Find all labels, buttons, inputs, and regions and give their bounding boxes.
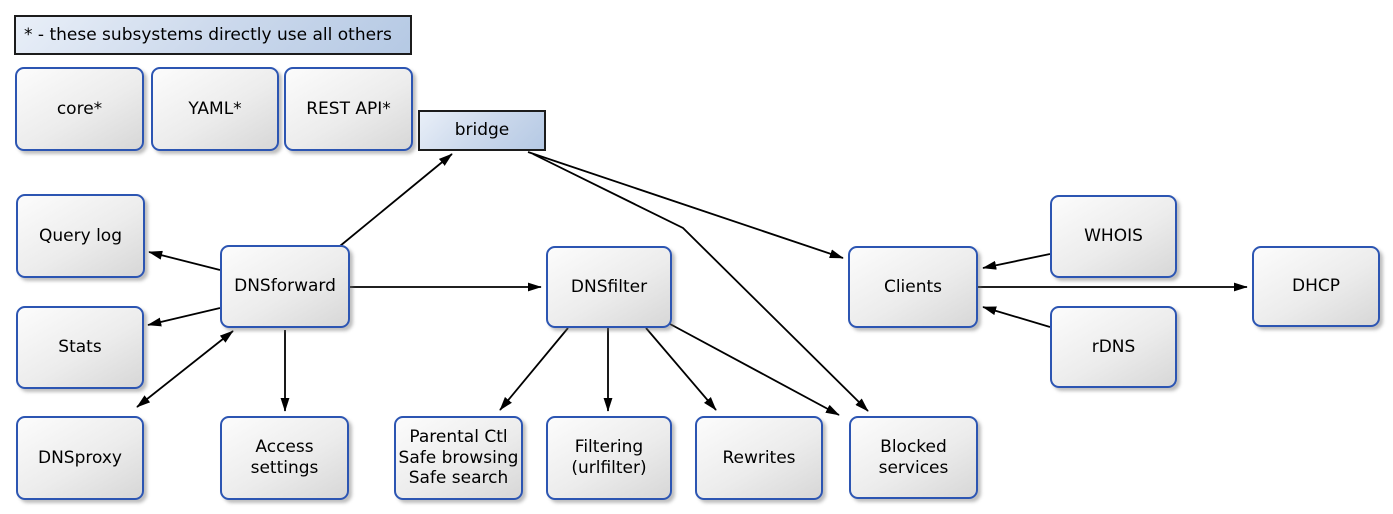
edge-bridge-clients (527, 151, 844, 259)
node-query-log: Query log (16, 194, 145, 278)
edge-rdns-clients (982, 306, 1051, 328)
node-dnsfilter: DNSfilter (546, 246, 672, 328)
node-rewrites: Rewrites (695, 416, 823, 500)
edge-dnsforward-stats (147, 307, 221, 327)
node-clients-label: Clients (883, 276, 943, 297)
node-filtering-urlfilter-label: Filtering (urlfilter) (571, 437, 647, 478)
node-query-log-label: Query log (39, 225, 122, 246)
node-yaml: YAML* (151, 67, 279, 151)
node-filtering-urlfilter: Filtering (urlfilter) (546, 416, 672, 500)
node-dhcp: DHCP (1252, 246, 1380, 327)
node-yaml-label: YAML* (188, 98, 242, 119)
node-whois: WHOIS (1050, 195, 1177, 278)
node-rest-api: REST API* (284, 67, 413, 151)
node-dnsproxy: DNSproxy (16, 416, 144, 500)
edge-bridge-blocked (532, 153, 869, 412)
edge-dnsforward-querylog (148, 250, 221, 271)
legend-text: * - these subsystems directly use all ot… (24, 24, 392, 45)
node-dnsfilter-label: DNSfilter (570, 276, 648, 297)
node-dhcp-label: DHCP (1292, 276, 1340, 297)
node-core-label: core* (56, 98, 103, 119)
node-parental-ctl: Parental Ctl Safe browsing Safe search (394, 416, 523, 500)
node-access-settings: Access settings (220, 416, 349, 500)
edge-whois-clients (982, 253, 1051, 270)
node-stats-label: Stats (58, 337, 102, 358)
edge-dnsfilter-parental (499, 327, 569, 411)
node-parental-ctl-label: Parental Ctl Safe browsing Safe search (398, 426, 519, 489)
node-blocked-services-label: Blocked services (878, 436, 949, 478)
node-bridge-label: bridge (454, 120, 510, 141)
node-rest-api-label: REST API* (306, 98, 391, 119)
node-whois-label: WHOIS (1084, 226, 1143, 247)
node-stats: Stats (16, 306, 144, 389)
edge-dnsfilter-rewrites (645, 327, 717, 411)
node-dnsproxy-label: DNSproxy (37, 447, 122, 468)
edge-dnsfilter-blocked (669, 323, 840, 416)
node-clients: Clients (848, 246, 978, 328)
node-core: core* (15, 67, 144, 151)
edge-dnsforward-bridge (339, 153, 453, 247)
legend-box: * - these subsystems directly use all ot… (14, 15, 412, 55)
node-bridge: bridge (418, 110, 546, 151)
node-blocked-services: Blocked services (849, 416, 978, 499)
edge-dnsforward-dnsproxy (136, 330, 234, 408)
node-access-settings-label: Access settings (250, 437, 319, 478)
node-rdns: rDNS (1050, 306, 1177, 388)
node-dnsforward: DNSforward (220, 245, 350, 328)
node-rdns-label: rDNS (1091, 336, 1136, 357)
node-rewrites-label: Rewrites (722, 447, 796, 468)
node-dnsforward-label: DNSforward (234, 276, 336, 297)
